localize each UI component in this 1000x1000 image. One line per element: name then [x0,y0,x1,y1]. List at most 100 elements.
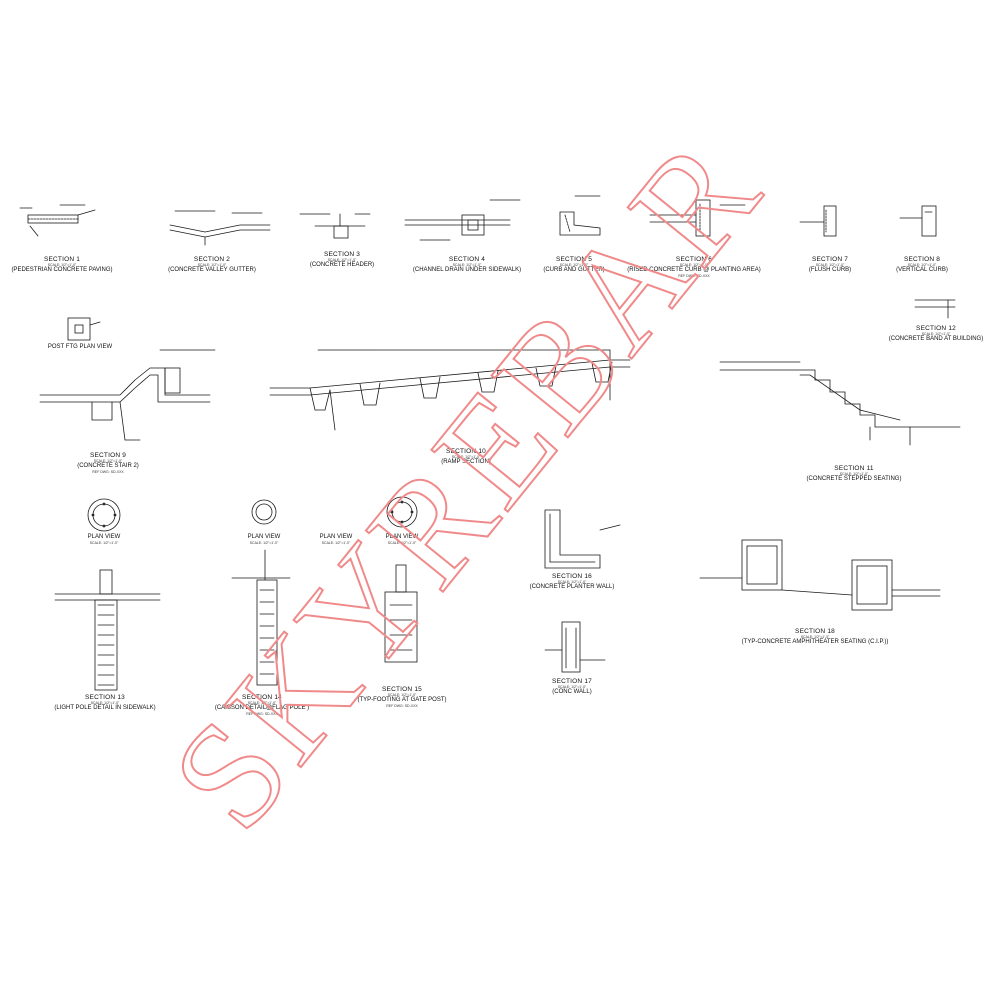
section-scale: SCALE: 1/2"=1'-0" [451,455,481,459]
section-number: SECTION 11 [834,465,874,472]
section-1-label: SECTION 1 SCALE: 1/2"=1'-0" (PEDESTRIAN … [11,256,112,274]
plan-view-scale: SCALE: 1/2"=1'-0" [387,541,417,545]
post-ftg-plan-label: POST FTG PLAN VIEW [47,344,113,350]
section-title: (RAMP SECTION) [441,459,491,465]
section-scale: SCALE: 1/2"=1'-0" [839,472,869,476]
section-title: (FLUSH CURB) [808,267,852,273]
section-note: REF DWG: SD-XXX [92,470,124,474]
section-title: (CHANNEL DRAIN UNDER SIDEWALK) [412,267,522,273]
section-title: (TYP-FOOTING AT GATE POST) [357,697,447,703]
section-7-label: SECTION 7 SCALE: 1/2"=1'-0" (FLUSH CURB) [809,256,851,274]
section-number: SECTION 18 [795,628,835,635]
section-title: (CONCRETE PLANTER WALL) [529,584,615,590]
section-title: (CONCRETE STAIR 2) [77,463,139,469]
section-number: SECTION 3 [323,251,361,258]
section-scale: SCALE: 1/2"=1'-0" [815,263,845,267]
section-title: (CONCRETE STEPPED SEATING) [806,476,902,482]
section-8-label: SECTION 8 SCALE: 1/2"=1'-0" (VERTICAL CU… [896,256,948,274]
plan-view-1-label: PLAN VIEW SCALE: 1/2"=1'-0" [88,534,121,545]
section-scale: SCALE: 1/2"=1'-0" [247,701,277,705]
section-scale: SCALE: 1/2"=1'-0" [559,263,589,267]
section-number: SECTION 10 [446,448,486,455]
section-number: SECTION 16 [552,573,592,580]
plan-view-title: PLAN VIEW [247,534,281,540]
detail-planter-wall [544,509,621,569]
detail-conc-wall [544,621,606,673]
detail-ramp-section [269,349,631,431]
plan-view-4-label: PLAN VIEW SCALE: 1/2"=1'-0" [386,534,419,545]
section-2-label: SECTION 2 SCALE: 1/2"=1'-0" (CONCRETE VA… [168,256,256,274]
detail-amphitheater [699,539,941,611]
section-14-label: SECTION 14 SCALE: 1/2"=1'-0" (CAISSON DE… [215,694,309,716]
section-scale: SCALE: 1/2"=1'-0" [557,580,587,584]
section-number: SECTION 14 [242,694,282,701]
detail-post-ftg-plan [67,317,101,341]
section-number: SECTION 9 [89,452,127,459]
section-number: SECTION 12 [916,325,956,332]
detail-vertical-curb [899,205,937,237]
detail-rised-curb [649,199,746,237]
section-number: SECTION 13 [85,694,125,701]
detail-plan-view-3 [386,496,418,528]
section-title: (RISED CONCRETE CURB @ PLANTING AREA) [627,267,761,273]
section-number: SECTION 8 [903,256,941,263]
section-scale: SCALE: 1/2"=1'-0" [387,693,417,697]
detail-curb-gutter [559,195,601,236]
detail-valley-gutter [169,210,271,246]
section-5-label: SECTION 5 SCALE: 1/2"=1'-0" (CURB AND GU… [543,256,604,274]
section-scale: SCALE: 1/2"=1'-0" [197,263,227,267]
section-scale: SCALE: 1/2"=1'-0" [93,459,123,463]
section-number: SECTION 1 [43,256,81,263]
section-number: SECTION 17 [552,678,592,685]
section-3-label: SECTION 3 SCALE: 1/2"=1'-0" (CONCRETE HE… [310,251,374,269]
detail-light-pole [54,569,161,691]
section-scale: SCALE: 1/2"=1'-0" [921,332,951,336]
plan-view-title: PLAN VIEW [87,534,121,540]
section-6-label: SECTION 6 SCALE: 1/2"=1'-0" (RISED CONCR… [627,256,760,278]
section-scale: SCALE: 1/2"=1'-0" [327,258,357,262]
section-title: (CONCRETE BAND AT BUILDING) [888,336,984,342]
section-number: SECTION 6 [675,256,713,263]
section-13-label: SECTION 13 SCALE: 1/2"=1'-0" (LIGHT POLE… [54,694,155,712]
section-title: (LIGHT POLE DETAIL IN SIDEWALK) [54,705,156,711]
section-18-label: SECTION 18 SCALE: 1/2"=1'-0" (TYP-CONCRE… [742,628,889,646]
section-title: (VERTICAL CURB) [896,267,948,273]
detail-gate-post [384,564,418,663]
detail-flush-curb [799,205,837,237]
section-number: SECTION 4 [448,256,486,263]
section-9-label: SECTION 9 SCALE: 1/2"=1'-0" (CONCRETE ST… [77,452,139,474]
detail-band-building [914,299,956,319]
section-17-label: SECTION 17 SCALE: 1/2"=1'-0" (CONC WALL) [552,678,592,696]
section-note: REF DWG: SD-XXX [246,712,278,716]
section-scale: SCALE: 1/2"=1'-0" [47,263,77,267]
section-4-label: SECTION 4 SCALE: 1/2"=1'-0" (CHANNEL DRA… [413,256,521,274]
plan-view-title: PLAN VIEW [319,534,353,540]
section-number: SECTION 5 [555,256,593,263]
section-title: (CAISSON DETAIL@FLAG POLE ) [214,705,310,711]
section-title: (CONCRETE HEADER) [309,262,375,268]
section-number: SECTION 7 [811,256,849,263]
detail-channel-drain [404,199,521,241]
plan-view-2-label: PLAN VIEW SCALE: 1/2"=1'-0" [248,534,281,545]
section-number: SECTION 2 [193,256,231,263]
section-11-label: SECTION 11 SCALE: 1/2"=1'-0" (CONCRETE S… [807,465,902,483]
plan-view-scale: SCALE: 1/2"=1'-0" [321,541,351,545]
detail-plan-view-1 [87,498,121,532]
section-title: (PEDESTRIAN CONCRETE PAVING) [11,267,113,273]
plan-view-title: PLAN VIEW [385,534,419,540]
section-scale: SCALE: 1/2"=1'-0" [452,263,482,267]
section-15-label: SECTION 15 SCALE: 1/2"=1'-0" (TYP-FOOTIN… [357,686,446,708]
section-title: (CURB AND GUTTER) [543,267,605,273]
detail-stepped-seating [719,361,961,446]
section-16-label: SECTION 16 SCALE: 1/2"=1'-0" (CONCRETE P… [530,573,615,591]
detail-plan-view-2 [251,499,277,525]
section-scale: SCALE: 1/2"=1'-0" [907,263,937,267]
section-title: (CONCRETE VALLEY GUTTER) [168,267,256,273]
detail-pedestrian-paving [19,204,96,237]
section-scale: SCALE: 1/2"=1'-0" [90,701,120,705]
section-title: (TYP-CONCRETE AMPHITHEATER SEATING (C.I.… [741,639,889,645]
detail-caisson [231,549,291,686]
section-note: REF DWG: SD-XXX [386,704,418,708]
section-scale: SCALE: 1/2"=1'-0" [679,263,709,267]
